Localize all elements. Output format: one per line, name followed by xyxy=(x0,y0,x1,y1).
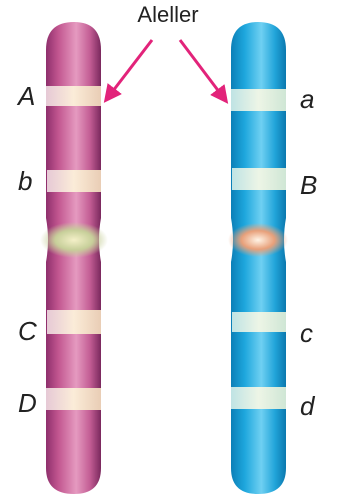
arrow-left xyxy=(106,40,152,100)
arrow-right xyxy=(180,40,226,101)
right-locus-label-a: a xyxy=(300,86,314,112)
right-band-c xyxy=(232,312,286,332)
left-centromere xyxy=(40,222,108,258)
left-locus-label-b: b xyxy=(18,168,32,194)
right-locus-label-d: d xyxy=(300,393,314,419)
right-band-B xyxy=(232,168,286,190)
left-band-A xyxy=(46,86,101,106)
left-locus-label-C: C xyxy=(18,318,37,344)
right-band-d xyxy=(231,387,286,409)
left-band-C xyxy=(47,310,101,334)
right-band-a xyxy=(231,89,286,111)
alleles-title: Aleller xyxy=(118,2,218,28)
right-locus-label-c: c xyxy=(300,320,313,346)
left-band-b xyxy=(47,170,101,192)
right-locus-label-B: B xyxy=(300,172,317,198)
left-locus-label-D: D xyxy=(18,390,37,416)
left-chromosome xyxy=(40,22,108,494)
right-chromosome xyxy=(228,22,288,494)
right-centromere xyxy=(228,223,288,257)
left-locus-label-A: A xyxy=(18,83,35,109)
left-band-D xyxy=(46,388,101,410)
